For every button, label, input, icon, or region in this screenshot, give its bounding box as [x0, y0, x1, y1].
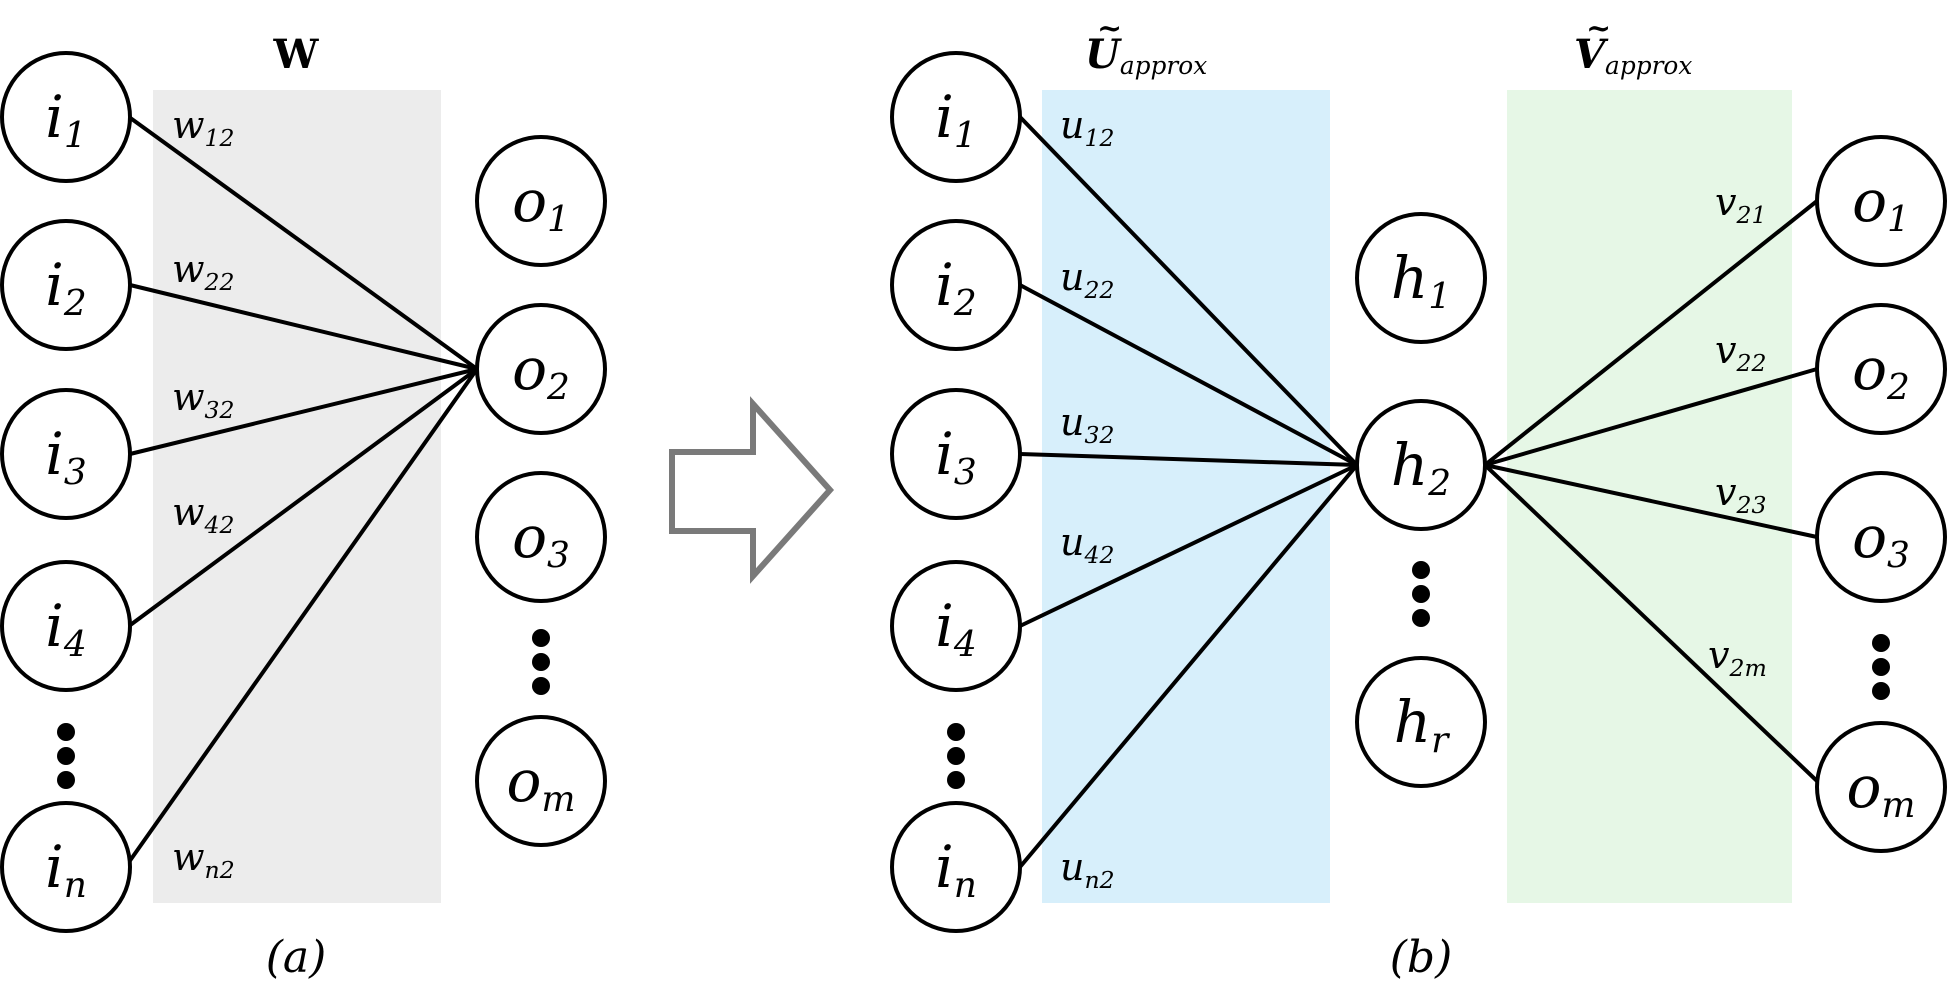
- input-node-in: in: [890, 801, 1022, 933]
- svg-text:in: in: [935, 833, 977, 906]
- w-matrix-band: [153, 90, 441, 903]
- input-node-in: in: [0, 801, 132, 933]
- svg-text:h1: h1: [1391, 244, 1451, 317]
- edge-i3-h2: [1019, 452, 1358, 467]
- input-node-i3: i3: [890, 388, 1022, 520]
- output-node-o1: o1: [1815, 135, 1947, 267]
- hidden-node-h2: h2: [1355, 399, 1487, 531]
- weight-label-w22: w22: [172, 247, 235, 296]
- output-node-o2: o2: [475, 303, 607, 435]
- output-node-om: om: [1815, 721, 1947, 853]
- edge-h2-o2: [1484, 367, 1818, 467]
- svg-text:om: om: [506, 747, 575, 820]
- caption-a: (a): [266, 932, 327, 983]
- edge-i2-o2: [129, 283, 478, 371]
- caption-b: (b): [1390, 932, 1453, 983]
- hidden-node-hr: hr: [1355, 656, 1487, 788]
- svg-text:o2: o2: [512, 335, 570, 408]
- weight-label-u22: u22: [1060, 255, 1114, 304]
- weight-label-v23: v23: [1715, 470, 1766, 519]
- svg-text:h2: h2: [1391, 431, 1451, 504]
- transform-arrow-icon: [669, 396, 835, 584]
- edge-h2-o3: [1484, 463, 1818, 539]
- svg-text:hr: hr: [1394, 688, 1450, 761]
- weight-label-w32: w32: [172, 375, 235, 424]
- u-matrix-band: [1042, 90, 1330, 903]
- svg-text:i4: i4: [45, 592, 86, 665]
- panel-b: ~ Uapprox ~ Vapprox i1 i2 i3: [890, 11, 1947, 983]
- svg-text:i3: i3: [935, 420, 976, 493]
- svg-text:i4: i4: [935, 592, 976, 665]
- weight-label-v22: v22: [1715, 328, 1766, 377]
- v-matrix-band: [1507, 90, 1792, 903]
- weight-label-u42: u42: [1060, 520, 1114, 569]
- v-approx-label: ~ Vapprox: [1574, 11, 1692, 80]
- edge-i2-h2: [1019, 283, 1358, 467]
- weight-label-wn2: wn2: [172, 835, 235, 884]
- svg-text:o3: o3: [1852, 503, 1910, 576]
- svg-text:i1: i1: [45, 83, 86, 156]
- input-ellipsis: [57, 723, 75, 789]
- input-node-i2: i2: [0, 219, 132, 351]
- output-node-om: om: [475, 715, 607, 847]
- weight-label-u12: u12: [1060, 103, 1114, 152]
- svg-text:i2: i2: [935, 251, 976, 324]
- weight-label-w42: w42: [172, 490, 235, 539]
- svg-text:Uapprox: Uapprox: [1085, 31, 1207, 80]
- input-node-i1: i1: [0, 51, 132, 183]
- output-node-o3: o3: [1815, 471, 1947, 603]
- edge-i1-h2: [1018, 115, 1359, 467]
- w-matrix-label: W: [273, 31, 320, 78]
- svg-text:om: om: [1846, 753, 1915, 826]
- svg-text:~: ~: [1097, 11, 1122, 46]
- weight-label-v21: v21: [1715, 180, 1766, 229]
- edge-i1-o2: [127, 115, 479, 371]
- input-node-i3: i3: [0, 388, 132, 520]
- weight-label-v2m: v2m: [1708, 633, 1767, 682]
- edge-i4-h2: [1019, 463, 1358, 628]
- edge-i4-o2: [127, 367, 479, 628]
- svg-text:i1: i1: [935, 83, 976, 156]
- svg-text:Vapprox: Vapprox: [1574, 31, 1692, 80]
- hidden-node-h1: h1: [1355, 212, 1487, 344]
- svg-text:o1: o1: [1852, 167, 1910, 240]
- svg-text:i2: i2: [45, 251, 86, 324]
- input-node-i4: i4: [890, 560, 1022, 692]
- weight-label-u32: u32: [1060, 400, 1114, 449]
- edge-i3-o2: [129, 367, 478, 456]
- u-approx-label: ~ Uapprox: [1085, 11, 1207, 80]
- edge-h2-o1: [1483, 199, 1819, 467]
- input-node-i2: i2: [890, 219, 1022, 351]
- output-ellipsis: [532, 629, 550, 695]
- panel-a: W i1 i2 i3 i4 in: [0, 31, 607, 983]
- output-node-o1: o1: [475, 135, 607, 267]
- svg-text:o1: o1: [512, 167, 570, 240]
- hidden-ellipsis: [1412, 561, 1430, 627]
- svg-text:in: in: [45, 833, 87, 906]
- weight-label-w12: w12: [172, 103, 235, 152]
- output-ellipsis: [1872, 634, 1890, 700]
- input-node-i4: i4: [0, 560, 132, 692]
- edge-in-o2: [127, 367, 479, 864]
- svg-text:i3: i3: [45, 420, 86, 493]
- edge-h2-om: [1483, 463, 1819, 783]
- edge-in-h2: [1018, 463, 1359, 869]
- weight-label-un2: un2: [1060, 845, 1115, 894]
- input-node-i1: i1: [890, 51, 1022, 183]
- svg-text:~: ~: [1586, 11, 1611, 46]
- svg-text:o2: o2: [1852, 335, 1910, 408]
- svg-text:o3: o3: [512, 503, 570, 576]
- output-node-o3: o3: [475, 471, 607, 603]
- output-node-o2: o2: [1815, 303, 1947, 435]
- input-ellipsis: [947, 723, 965, 789]
